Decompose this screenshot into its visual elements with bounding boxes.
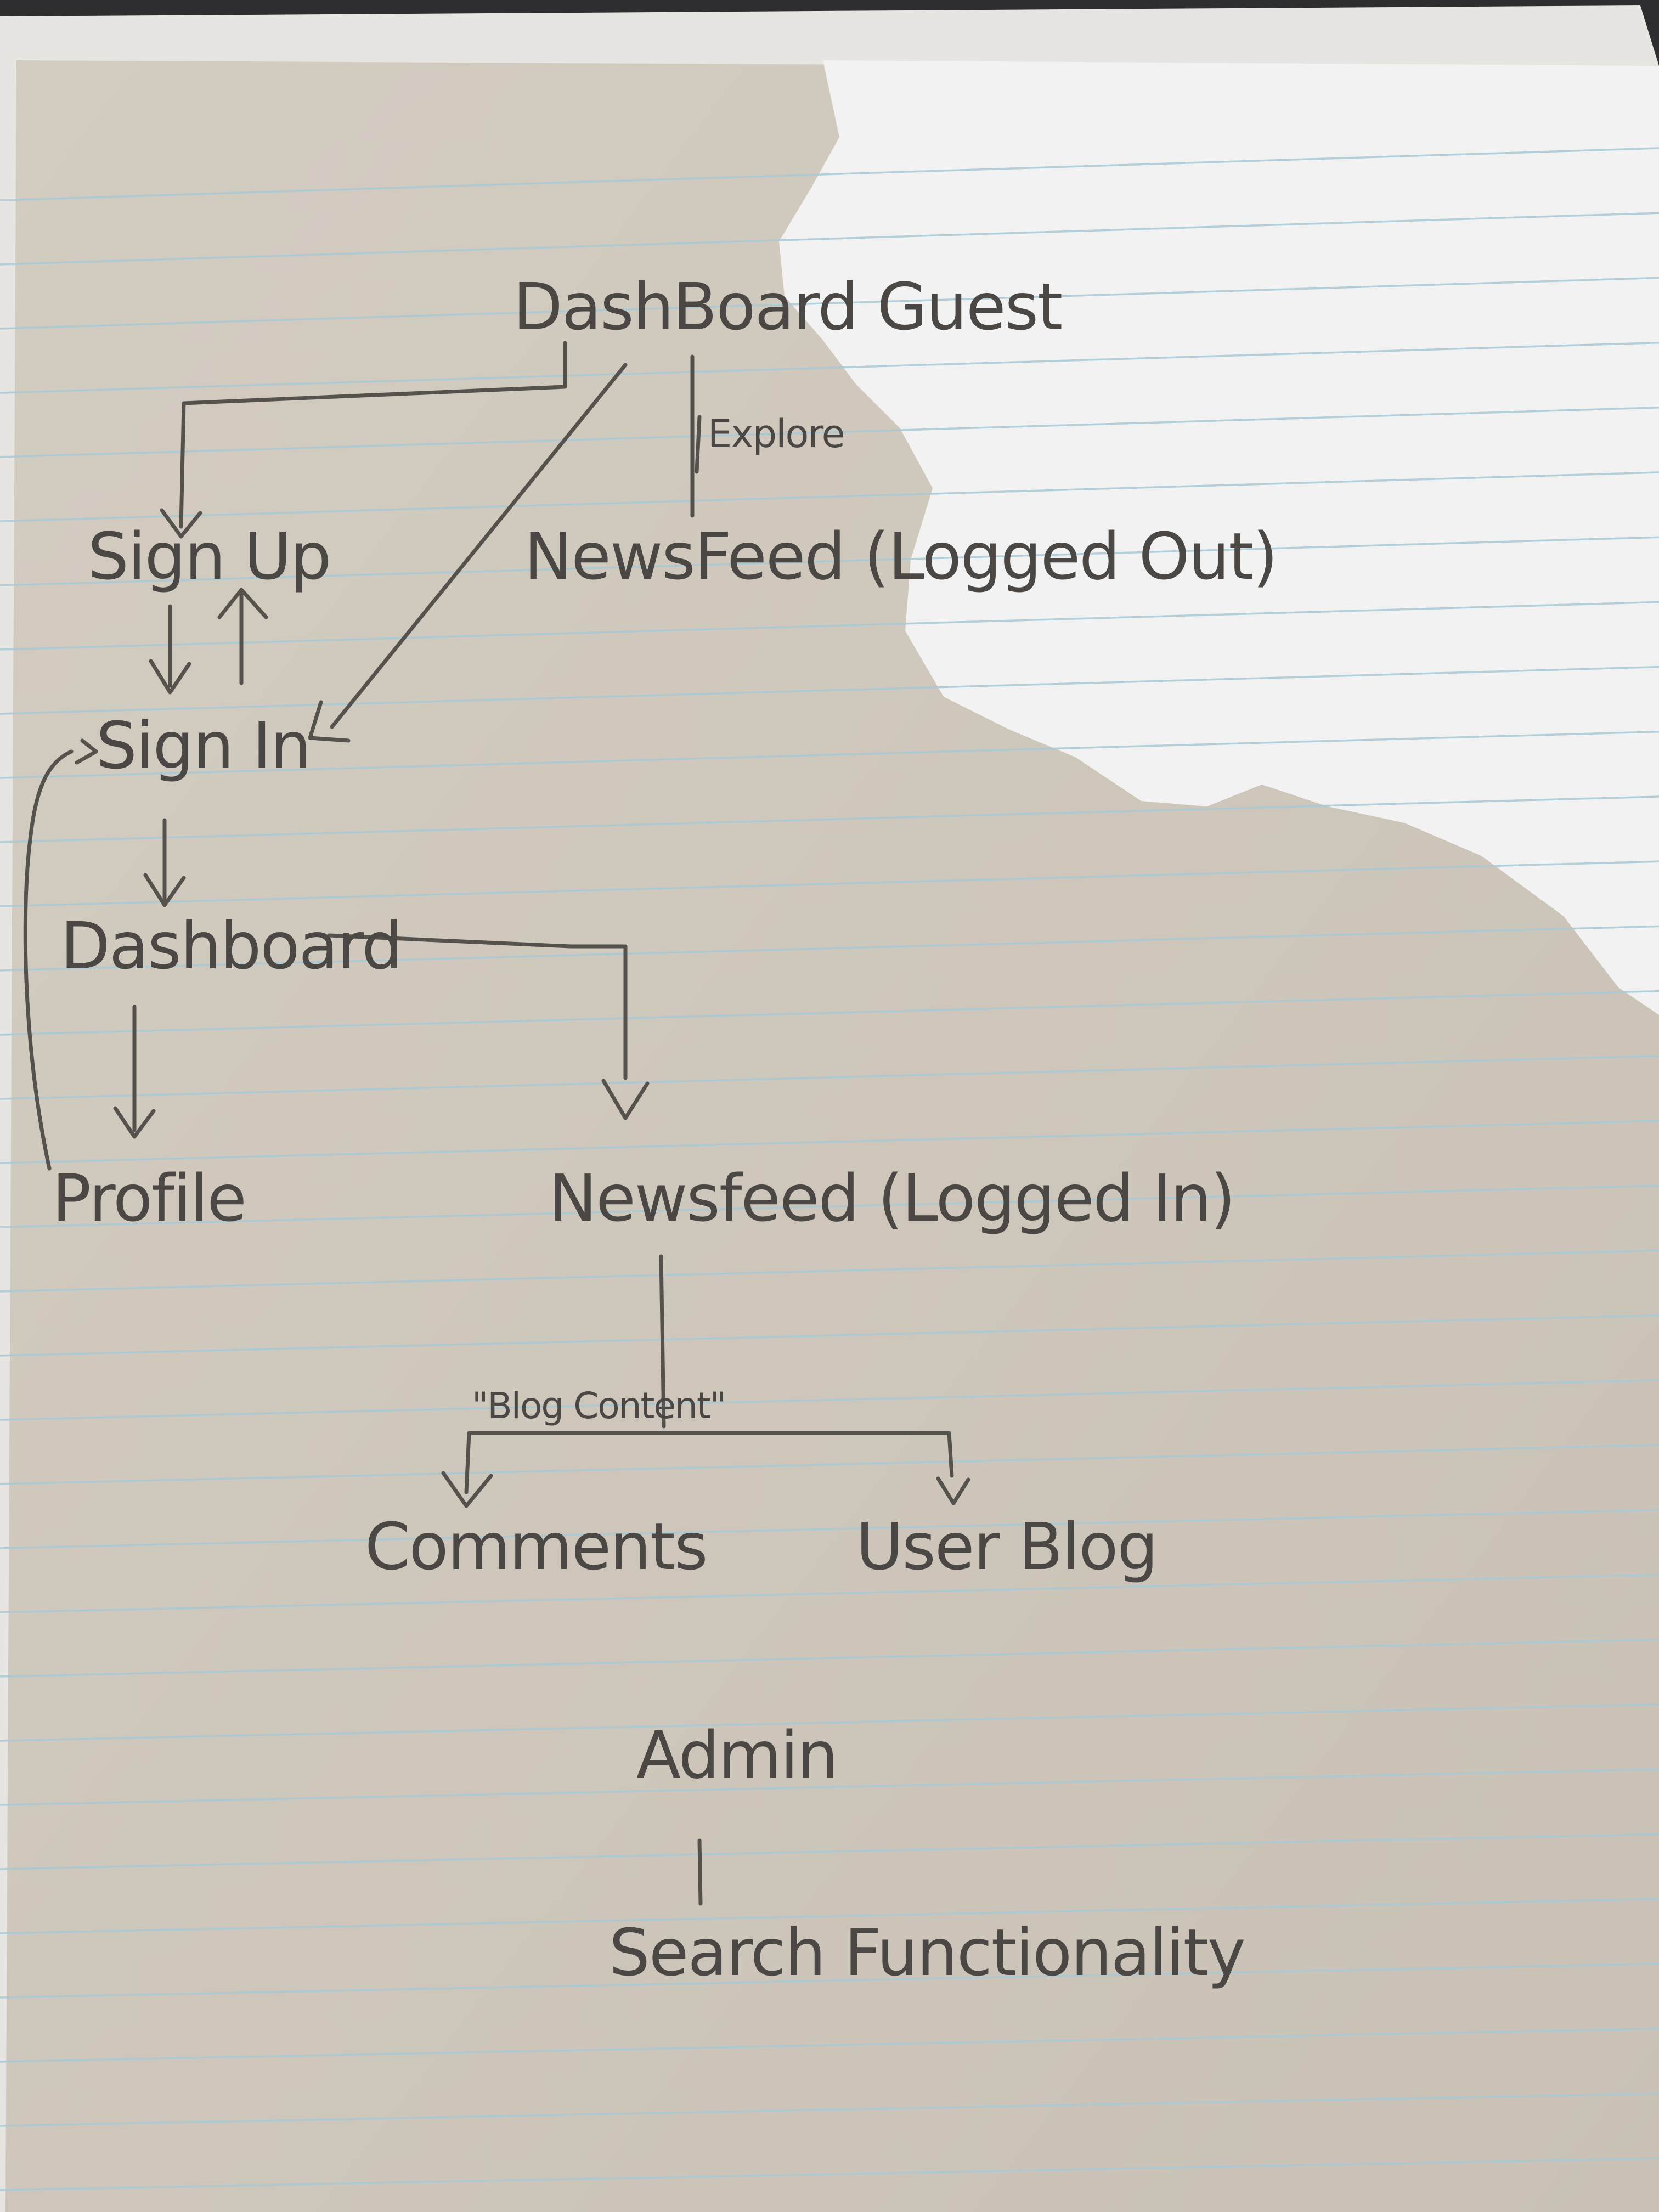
ruled-line <box>0 1768 1659 1806</box>
ruled-line <box>0 147 1659 201</box>
ruled-line <box>0 1898 1659 1934</box>
ruled-line <box>0 1379 1659 1421</box>
edge-admin-to-search <box>697 1838 703 1906</box>
node-sign-up: Sign Up <box>88 518 330 594</box>
ruled-line <box>0 2028 1659 2063</box>
ruled-line <box>0 1638 1659 1678</box>
arrowhead-signup-up <box>217 588 268 619</box>
ruled-line <box>0 925 1659 972</box>
arrowhead-newsfeed-in <box>601 1079 650 1120</box>
edge-profile-to-signin <box>23 749 74 1171</box>
ruled-lines <box>0 147 1659 2191</box>
edge-labels: Explore "Blog Content" <box>472 411 845 1427</box>
ruled-line <box>0 665 1659 715</box>
explore-divider <box>695 415 702 474</box>
ruled-line <box>0 1184 1659 1228</box>
arrowhead-signin-loop <box>75 738 98 765</box>
ruled-line <box>0 2157 1659 2191</box>
arrowhead-user-blog <box>936 1476 970 1505</box>
edge-blog-content-branch <box>464 1431 954 1494</box>
ruled-line <box>0 471 1659 522</box>
node-newsfeed-logged-in: Newsfeed (Logged In) <box>549 1160 1234 1236</box>
ruled-line <box>0 1833 1659 1870</box>
arrowhead-signin-diagonal <box>308 700 351 743</box>
ruled-line <box>0 601 1659 651</box>
node-admin: Admin <box>636 1717 837 1793</box>
ruled-line <box>0 1249 1659 1293</box>
node-newsfeed-logged-out: NewsFeed (Logged Out) <box>524 518 1277 594</box>
ruled-line <box>0 341 1659 394</box>
edge-label-explore: Explore <box>708 411 844 456</box>
node-user-blog: User Blog <box>856 1509 1157 1584</box>
arrowhead-dashboard <box>143 873 186 907</box>
edge-newsfeed-in-trunk <box>659 1254 666 1429</box>
ruled-line <box>0 795 1659 843</box>
nodes: DashBoard Guest Sign Up NewsFeed (Logged… <box>52 269 1278 1990</box>
ruled-line <box>0 1314 1659 1357</box>
lit-region <box>779 60 1659 1015</box>
edge-dashboard-to-newsfeed-in <box>327 933 628 1080</box>
node-dashboard: Dashboard <box>60 908 402 984</box>
ruled-line <box>0 1055 1659 1100</box>
ruled-line <box>0 212 1659 266</box>
node-comments: Comments <box>365 1509 707 1584</box>
node-dashboard-guest: DashBoard Guest <box>513 269 1062 345</box>
ruled-line <box>0 1962 1659 1999</box>
ruled-line <box>0 407 1659 458</box>
ruled-line <box>0 1120 1659 1164</box>
arrowhead-profile <box>113 1106 156 1139</box>
edge-guest-to-signin <box>330 363 628 729</box>
ruled-line <box>0 731 1659 779</box>
ruled-line <box>0 860 1659 907</box>
ruled-line <box>0 1703 1659 1742</box>
ruled-line <box>0 1509 1659 1549</box>
ruled-line <box>0 990 1659 1036</box>
node-search-functionality: Search Functionality <box>609 1915 1245 1990</box>
node-sign-in: Sign In <box>96 708 310 783</box>
ruled-line <box>0 2092 1659 2127</box>
edge-guest-to-signup <box>179 341 567 529</box>
node-profile: Profile <box>52 1160 246 1236</box>
ruled-line <box>0 1573 1659 1613</box>
connectors <box>23 341 970 1906</box>
edge-label-blog-content: "Blog Content" <box>472 1385 725 1427</box>
ruled-line <box>0 1444 1659 1485</box>
arrowhead-signup <box>160 508 202 539</box>
arrowhead-comments <box>441 1471 493 1508</box>
ruled-line <box>0 536 1659 586</box>
arrowhead-signin-down <box>149 659 191 695</box>
ruled-line <box>0 276 1659 330</box>
